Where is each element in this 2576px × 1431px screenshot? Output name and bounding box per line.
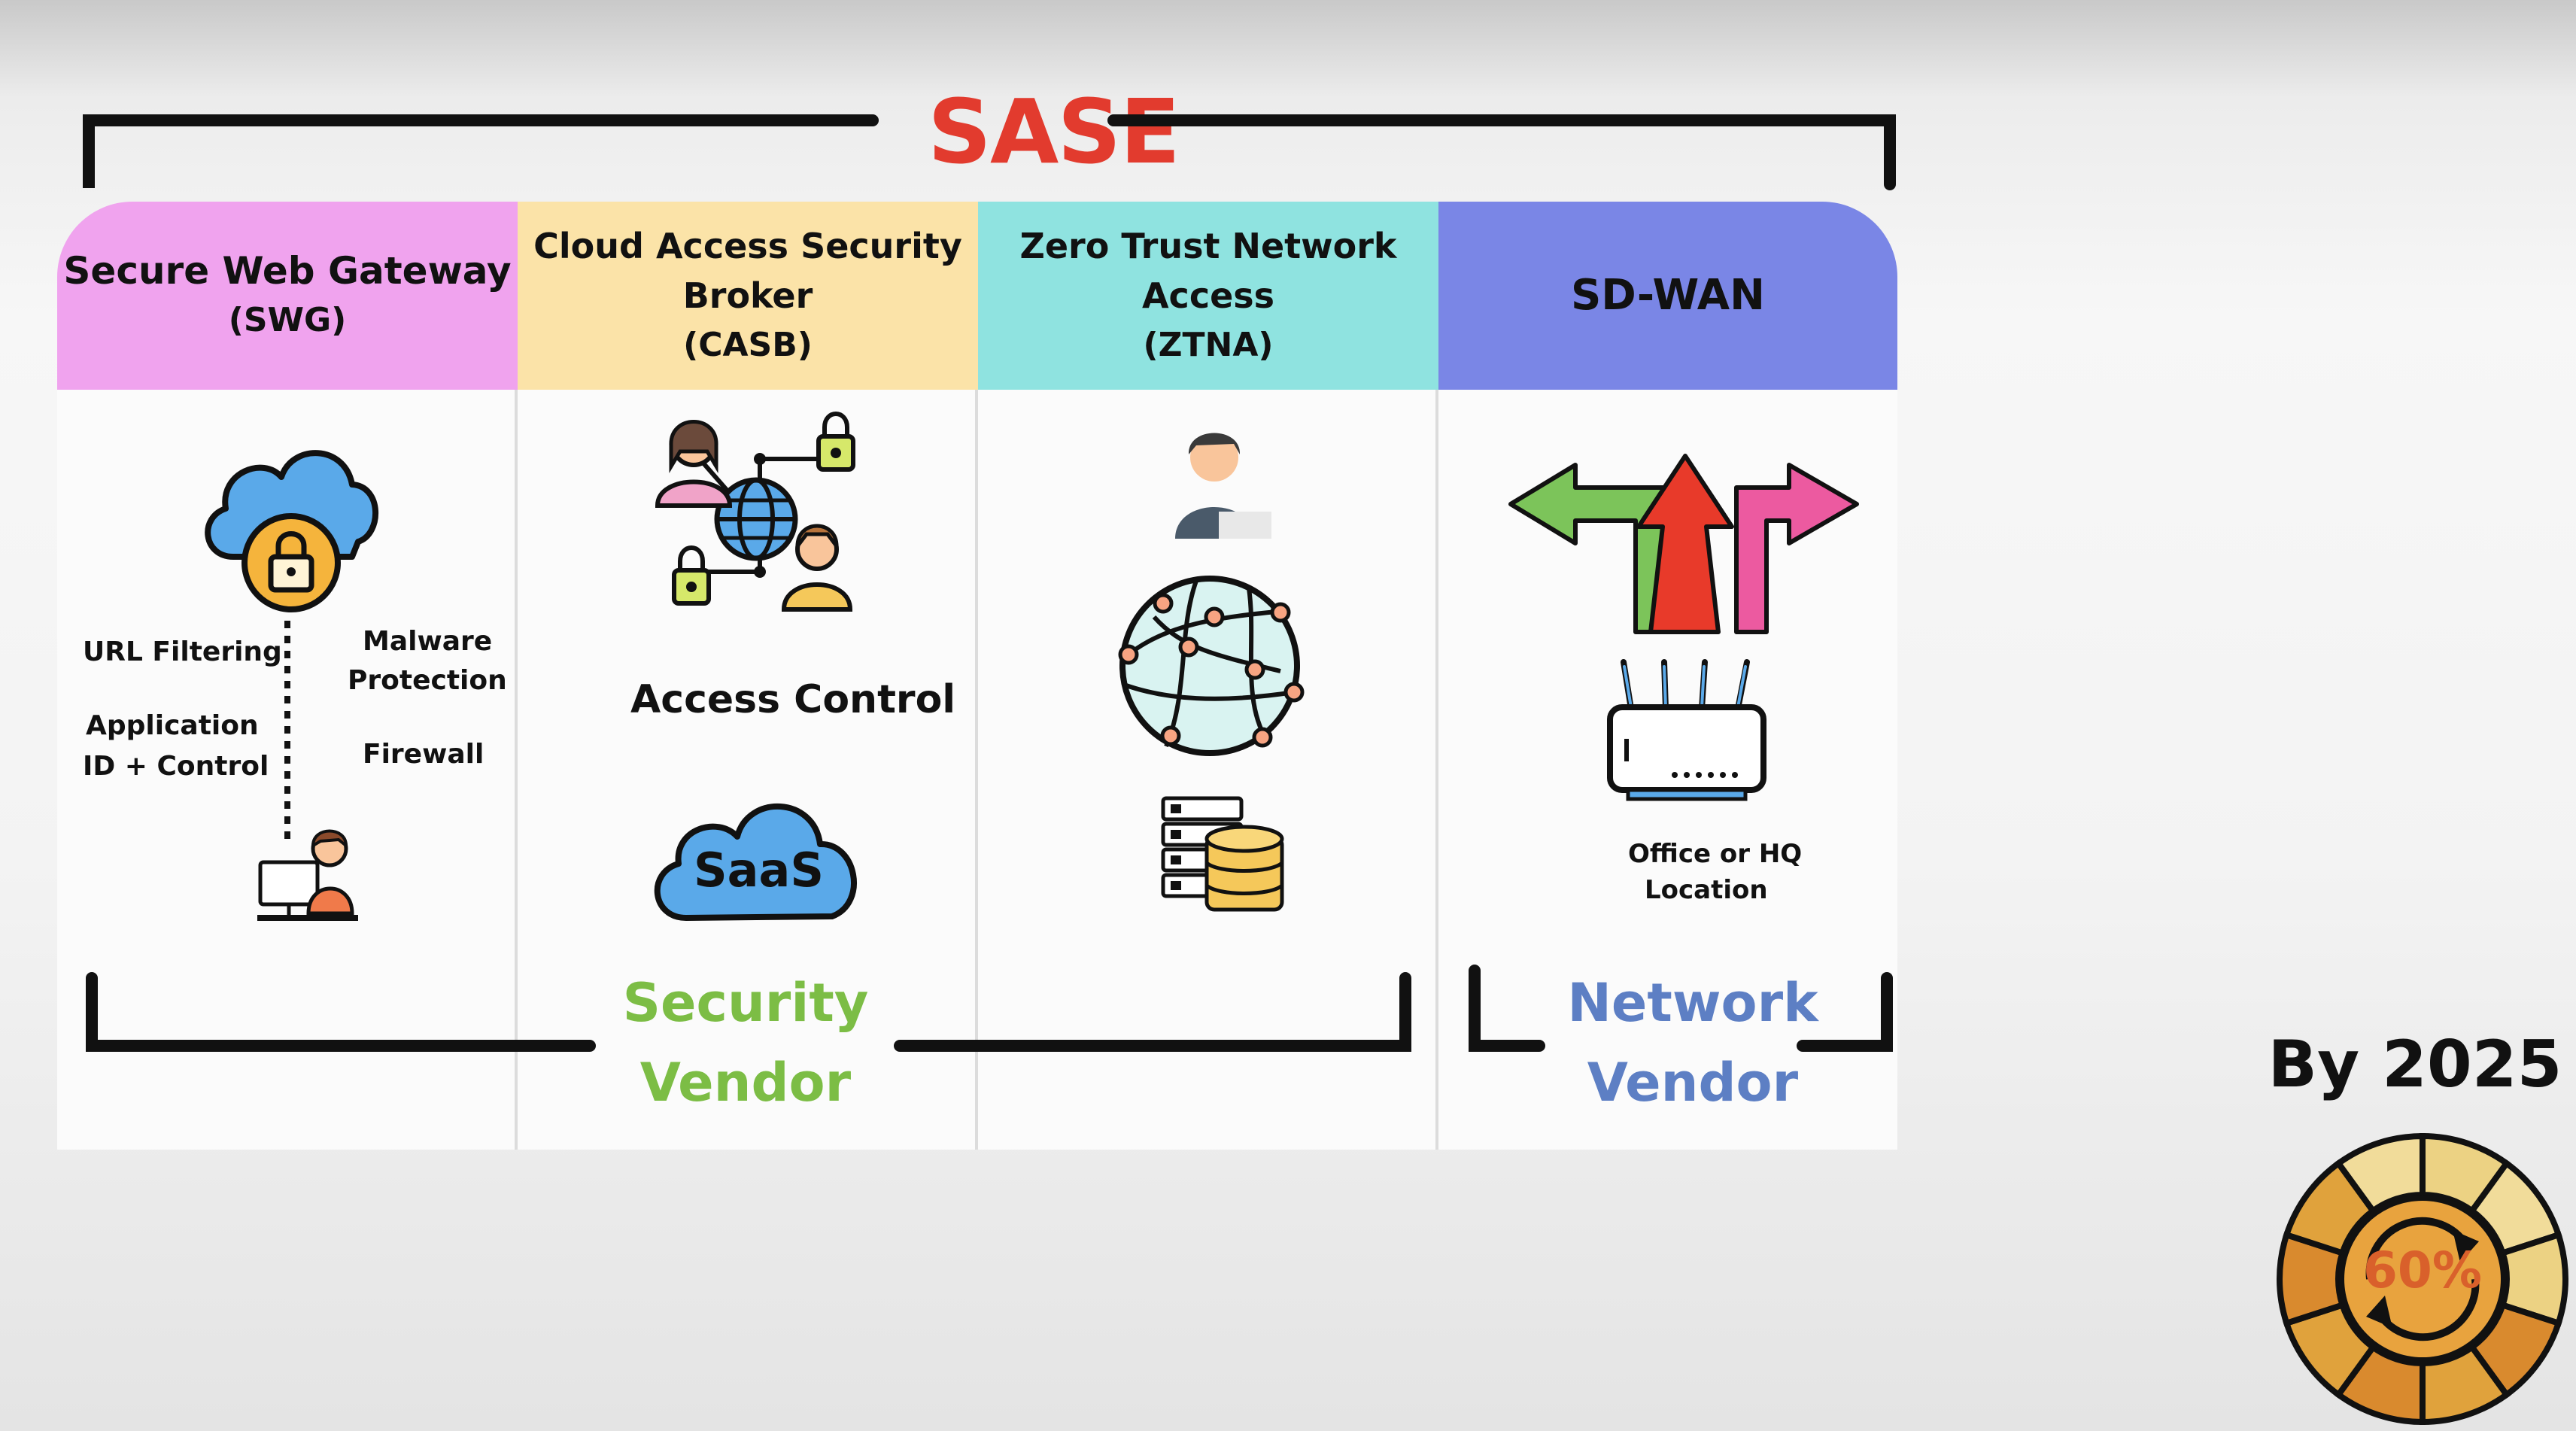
column-divider [515, 390, 518, 1150]
column-divider [1435, 390, 1438, 1150]
security-vendor-label: Security Vendor [591, 963, 900, 1123]
stat-value: 60% [2363, 1241, 2482, 1299]
column-header-swg: Secure Web Gateway (SWG) [57, 202, 518, 390]
feature-malware-line1: Malware [363, 626, 493, 657]
user-computer-icon [257, 829, 358, 921]
cycle-icon [2365, 1217, 2480, 1341]
network-vendor-line1: Network [1567, 972, 1818, 1034]
feature-firewall: Firewall [363, 739, 485, 770]
people-network-icon [655, 412, 855, 612]
direction-arrows-icon [1508, 454, 1859, 634]
security-vendor-line2: Vendor [639, 1052, 852, 1114]
column-headers: Secure Web Gateway (SWG) Cloud Access Se… [57, 202, 1897, 390]
column-abbr: (SWG) [228, 301, 347, 339]
column-divider [975, 390, 978, 1150]
cycle-arrowheads [2366, 1230, 2479, 1328]
connector-dotted-line [284, 621, 290, 839]
security-vendor-line1: Security [622, 972, 869, 1034]
feature-malware-line2: Protection [348, 665, 507, 696]
feature-appid-line2: ID + Control [83, 751, 269, 782]
cloud-lock-icon [205, 450, 378, 612]
server-database-icon [1161, 796, 1284, 912]
saas-cloud-icon [654, 803, 857, 921]
feature-appid-line1: Application [86, 710, 259, 741]
stat-heading: By 2025 [2268, 1027, 2562, 1102]
column-title: Secure Web Gateway [63, 249, 512, 293]
column-header-sdwan: SD-WAN [1438, 202, 1897, 390]
router-icon [1607, 659, 1766, 801]
saas-label: SaaS [694, 843, 824, 898]
network-vendor-line2: Vendor [1587, 1052, 1799, 1114]
column-header-ztna: Zero Trust Network Access (ZTNA) [978, 202, 1438, 390]
column-title: Cloud Access Security Broker [533, 226, 962, 316]
column-abbr: (ZTNA) [1143, 326, 1274, 364]
stat-ring [2277, 1132, 2568, 1426]
diagram-title: SASE [928, 80, 1180, 184]
column-title: SD-WAN [1570, 271, 1766, 320]
location-line1: Office or HQ [1628, 839, 1803, 869]
user-icon [1175, 433, 1271, 539]
access-control-label: Access Control [630, 677, 956, 722]
column-title: Zero Trust Network Access [1019, 226, 1397, 316]
column-abbr: (CASB) [683, 326, 813, 364]
network-vendor-label: Network Vendor [1542, 963, 1843, 1123]
globe-network-icon [1118, 576, 1305, 756]
feature-url-filtering: URL Filtering [83, 637, 282, 667]
location-line2: Location [1645, 875, 1768, 905]
column-header-casb: Cloud Access Security Broker (CASB) [518, 202, 978, 390]
